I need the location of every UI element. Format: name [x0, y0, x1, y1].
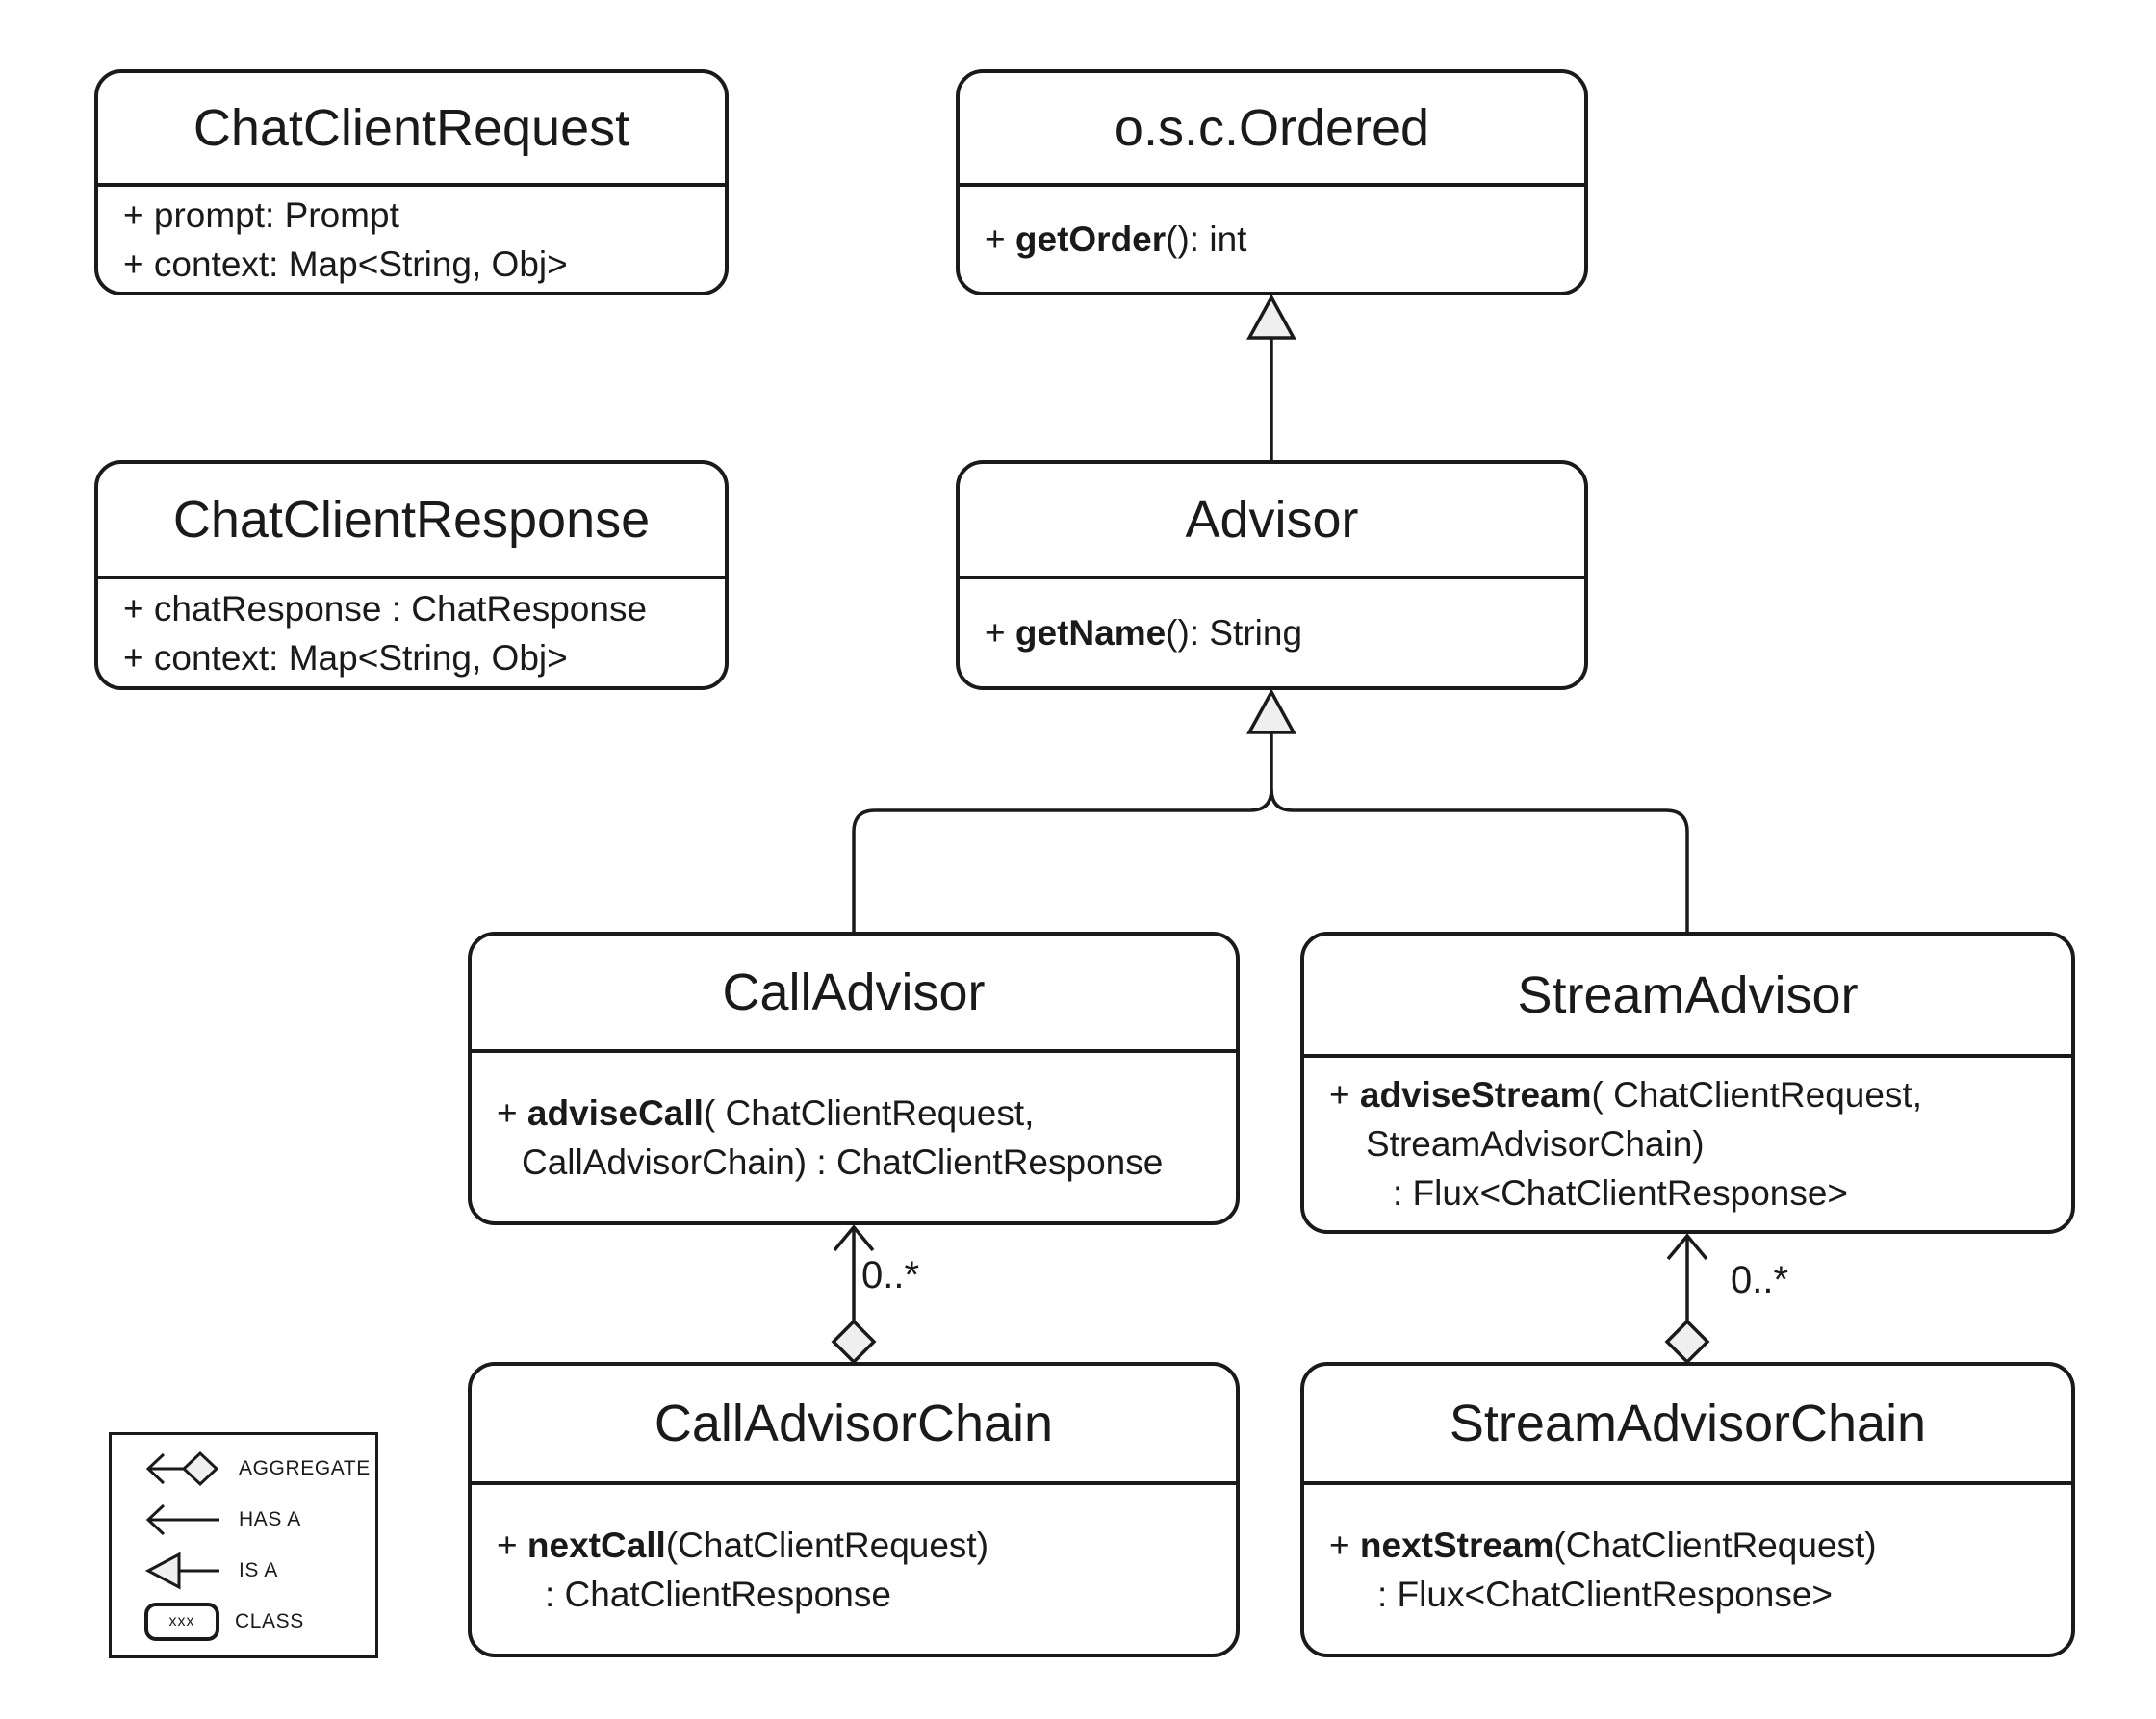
method-name: getOrder: [1014, 219, 1167, 259]
member-line: + context: Map<String, Obj>: [123, 244, 568, 284]
class-icon-text: xxx: [168, 1613, 195, 1629]
class-title: StreamAdvisor: [1304, 936, 2071, 1058]
member-line: + chatResponse : ChatResponse: [123, 588, 648, 629]
member-line: CallAdvisorChain) : ChatClientResponse: [522, 1142, 1164, 1182]
class-streamadvisor: StreamAdvisor + adviseStream( ChatClient…: [1300, 932, 2075, 1234]
member-prefix: +: [497, 1525, 527, 1565]
member-suffix: (ChatClientRequest): [665, 1525, 989, 1565]
member-line: : Flux<ChatClientResponse>: [1377, 1574, 1834, 1614]
class-chatclientresponse: ChatClientResponse + chatResponse : Chat…: [94, 460, 729, 690]
member-line: : ChatClientResponse: [545, 1574, 891, 1614]
member-suffix: (ChatClientRequest): [1553, 1525, 1877, 1565]
member-prefix: +: [985, 613, 1015, 653]
class-members: + prompt: Prompt + context: Map<String, …: [98, 187, 725, 292]
member-line: + nextCall(ChatClientRequest): [497, 1521, 1228, 1570]
class-members: + chatResponse : ChatResponse + context:…: [98, 579, 725, 686]
legend-label: HAS A: [239, 1508, 301, 1530]
member-line: + nextStream(ChatClientRequest): [1329, 1521, 2064, 1570]
class-members: + getName(): String: [960, 579, 1584, 686]
method-name: getName: [1014, 613, 1167, 653]
legend: AGGREGATE HAS A IS A xxx CLASS: [109, 1432, 378, 1658]
legend-row-class: xxx CLASS: [144, 1601, 375, 1643]
method-name: nextCall: [526, 1525, 666, 1565]
class-members: + adviseCall( ChatClientRequest, CallAdv…: [472, 1053, 1236, 1221]
legend-label: CLASS: [235, 1610, 304, 1632]
legend-row-aggregate: AGGREGATE: [144, 1448, 375, 1490]
member-prefix: +: [497, 1092, 527, 1133]
member-suffix: ( ChatClientRequest,: [703, 1092, 1035, 1133]
aggregate-connector-stream: [1664, 1233, 1710, 1365]
class-icon: xxx: [144, 1603, 219, 1641]
class-osc-ordered: o.s.c.Ordered + getOrder(): int: [956, 69, 1588, 295]
class-title: Advisor: [960, 464, 1584, 579]
class-title: StreamAdvisorChain: [1304, 1366, 2071, 1485]
has-a-icon: [145, 1503, 219, 1536]
class-title: ChatClientResponse: [98, 464, 725, 579]
method-name: adviseCall: [526, 1092, 704, 1133]
member-line: + prompt: Prompt: [123, 194, 399, 235]
legend-row-has-a: HAS A: [144, 1499, 375, 1541]
class-calladvisorchain: CallAdvisorChain + nextCall(ChatClientRe…: [468, 1362, 1240, 1657]
class-title: o.s.c.Ordered: [960, 73, 1584, 187]
legend-row-is-a: IS A: [144, 1550, 375, 1592]
multiplicity-label-stream: 0..*: [1731, 1259, 1789, 1301]
member-prefix: +: [1329, 1075, 1360, 1115]
member-prefix: +: [1329, 1525, 1360, 1565]
multiplicity-label-call: 0..*: [861, 1254, 920, 1296]
class-members: + getOrder(): int: [960, 187, 1584, 292]
class-calladvisor: CallAdvisor + adviseCall( ChatClientRequ…: [468, 932, 1240, 1225]
member-line: + context: Map<String, Obj>: [123, 637, 568, 678]
class-members: + nextCall(ChatClientRequest) : ChatClie…: [472, 1485, 1236, 1654]
is-a-arrow-subclasses-to-advisor: [852, 688, 1689, 932]
is-a-arrow-advisor-to-ordered: [1246, 294, 1296, 460]
class-title: CallAdvisor: [472, 936, 1236, 1053]
member-suffix: (): String: [1166, 613, 1303, 653]
member-line: StreamAdvisorChain): [1366, 1124, 1705, 1164]
class-chatclientrequest: ChatClientRequest + prompt: Prompt + con…: [94, 69, 729, 295]
class-members: + adviseStream( ChatClientRequest, Strea…: [1304, 1058, 2071, 1230]
member-line: : Flux<ChatClientResponse>: [1393, 1173, 1849, 1213]
is-a-icon: [144, 1552, 219, 1590]
member-line: + adviseCall( ChatClientRequest,: [497, 1089, 1228, 1138]
class-title: ChatClientRequest: [98, 73, 725, 187]
method-name: adviseStream: [1359, 1075, 1592, 1115]
aggregate-icon: [145, 1450, 219, 1487]
class-streamadvisorchain: StreamAdvisorChain + nextStream(ChatClie…: [1300, 1362, 2075, 1657]
member-line: + getName(): String: [985, 608, 1577, 657]
member-prefix: +: [985, 219, 1015, 259]
member-line: + adviseStream( ChatClientRequest,: [1329, 1070, 2064, 1119]
member-suffix: ( ChatClientRequest,: [1591, 1075, 1922, 1115]
class-members: + nextStream(ChatClientRequest) : Flux<C…: [1304, 1485, 2071, 1654]
method-name: nextStream: [1359, 1525, 1554, 1565]
member-suffix: (): int: [1166, 219, 1247, 259]
member-line: + getOrder(): int: [985, 215, 1577, 264]
class-title: CallAdvisorChain: [472, 1366, 1236, 1485]
class-advisor: Advisor + getName(): String: [956, 460, 1588, 690]
legend-label: AGGREGATE: [239, 1457, 371, 1479]
legend-label: IS A: [239, 1559, 278, 1581]
